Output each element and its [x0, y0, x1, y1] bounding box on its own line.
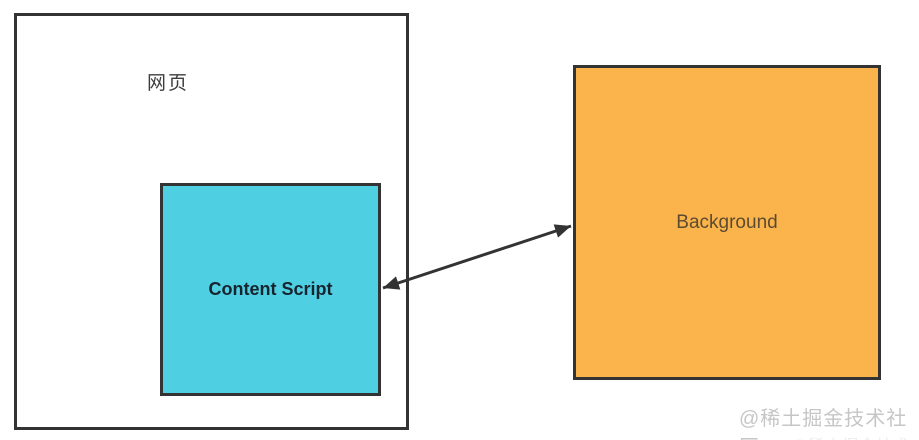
background-label: Background [676, 211, 778, 233]
watermark-text-partial: @稀土掘金技术社区 [791, 432, 919, 440]
webpage-label: 网页 [147, 73, 190, 94]
content-script-label: Content Script [208, 279, 333, 299]
content-script-box: Content Script [160, 183, 381, 396]
watermark-text: @稀土掘金技术社区 [739, 408, 908, 440]
arrow-line [382, 224, 572, 290]
background-box: Background [573, 65, 881, 380]
